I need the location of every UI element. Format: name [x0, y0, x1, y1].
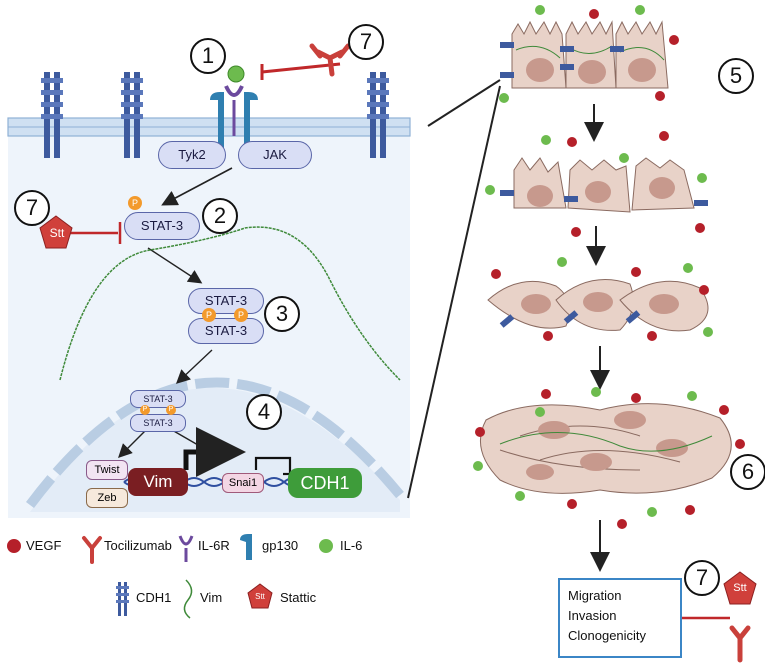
outcome-clonogenicity: Clonogenicity: [568, 628, 647, 643]
step-7-badge-top: 7: [348, 24, 384, 60]
il6-legend-icon: [319, 539, 333, 553]
cdh1-legend-icon: [116, 582, 129, 616]
outcome-box: Migration Invasion Clonogenicity: [558, 578, 682, 658]
vim-fiber: [59, 226, 401, 381]
step-2-badge: 2: [202, 198, 238, 234]
nuclear-envelope: [26, 377, 404, 509]
stattic-pentagon-right: [723, 571, 757, 605]
tocilizumab-legend-icon: [82, 536, 102, 564]
vim-gene: Vim: [128, 468, 188, 496]
il6r-legend-icon: [178, 535, 194, 562]
step-7-badge-left: 7: [14, 190, 50, 226]
legend-tocilizumab: Tocilizumab: [104, 538, 172, 553]
vegf-legend-icon: [7, 539, 21, 553]
mesenchymal-cluster-stage-6: [473, 387, 745, 529]
epithelial-cells-stage-2: [485, 131, 708, 237]
legend-il6r: IL-6R: [198, 538, 230, 553]
stattic-pentagon-left: [39, 215, 73, 249]
legend-cdh1: CDH1: [136, 590, 172, 605]
stattic-legend-short: Stt: [255, 592, 265, 601]
phospho-dimer-left: P: [202, 308, 216, 322]
stat3-dimer-bottom: STAT-3: [188, 318, 264, 344]
step-4-badge: 4: [246, 394, 282, 430]
transcription-arrow: [183, 427, 246, 477]
outcome-migration: Migration: [568, 588, 622, 603]
stat3-nuclear-bottom: STAT-3: [130, 414, 186, 432]
step-3-badge: 3: [264, 296, 300, 332]
stattic-legend-icon: [247, 583, 273, 609]
phospho-nuclear-left: P: [140, 405, 150, 415]
step-6-badge: 6: [730, 454, 765, 490]
tocilizumab-antibody-right: [729, 625, 751, 663]
stat3-nuclear-top: STAT-3: [130, 390, 186, 408]
epithelial-cells-stage-1: [499, 5, 679, 103]
il6-receptor-complex: [210, 65, 258, 150]
step-7-badge-bottom: 7: [684, 560, 720, 596]
stattic-label-left: Stt: [49, 226, 65, 240]
twist-gene: Twist: [86, 460, 128, 480]
legend-stattic: Stattic: [280, 590, 317, 605]
legend-vegf: VEGF: [26, 538, 62, 553]
legend-il6: IL-6: [340, 538, 363, 553]
phospho-monomer: P: [128, 196, 142, 210]
legend-vim: Vim: [200, 590, 223, 605]
zoom-line-bottom: [407, 85, 501, 499]
step-1-badge: 1: [190, 38, 226, 74]
jak-kinase: JAK: [238, 141, 312, 169]
gp130-legend-icon: [240, 534, 252, 560]
zeb-gene: Zeb: [86, 488, 128, 508]
step-5-badge: 5: [718, 58, 754, 94]
legend-gp130: gp130: [262, 538, 299, 553]
stattic-label-right: Stt: [733, 582, 747, 594]
membrane-cdh1-receptors: [41, 72, 389, 158]
phospho-dimer-right: P: [234, 308, 248, 322]
stat3-monomer: STAT-3: [124, 212, 200, 240]
stat3-dimer-top: STAT-3: [188, 288, 264, 314]
outcome-invasion: Invasion: [568, 608, 617, 623]
tocilizumab-antibody-top: [260, 43, 351, 80]
tyk2-kinase: Tyk2: [158, 141, 226, 169]
cdh1-gene: CDH1: [288, 468, 362, 498]
phospho-nuclear-right: P: [166, 405, 176, 415]
zoom-line-top: [427, 79, 501, 127]
snai1-gene: Snai1: [222, 473, 264, 493]
mesenchymal-cells-stage-3: [487, 257, 713, 341]
vim-legend-icon: [183, 579, 193, 619]
